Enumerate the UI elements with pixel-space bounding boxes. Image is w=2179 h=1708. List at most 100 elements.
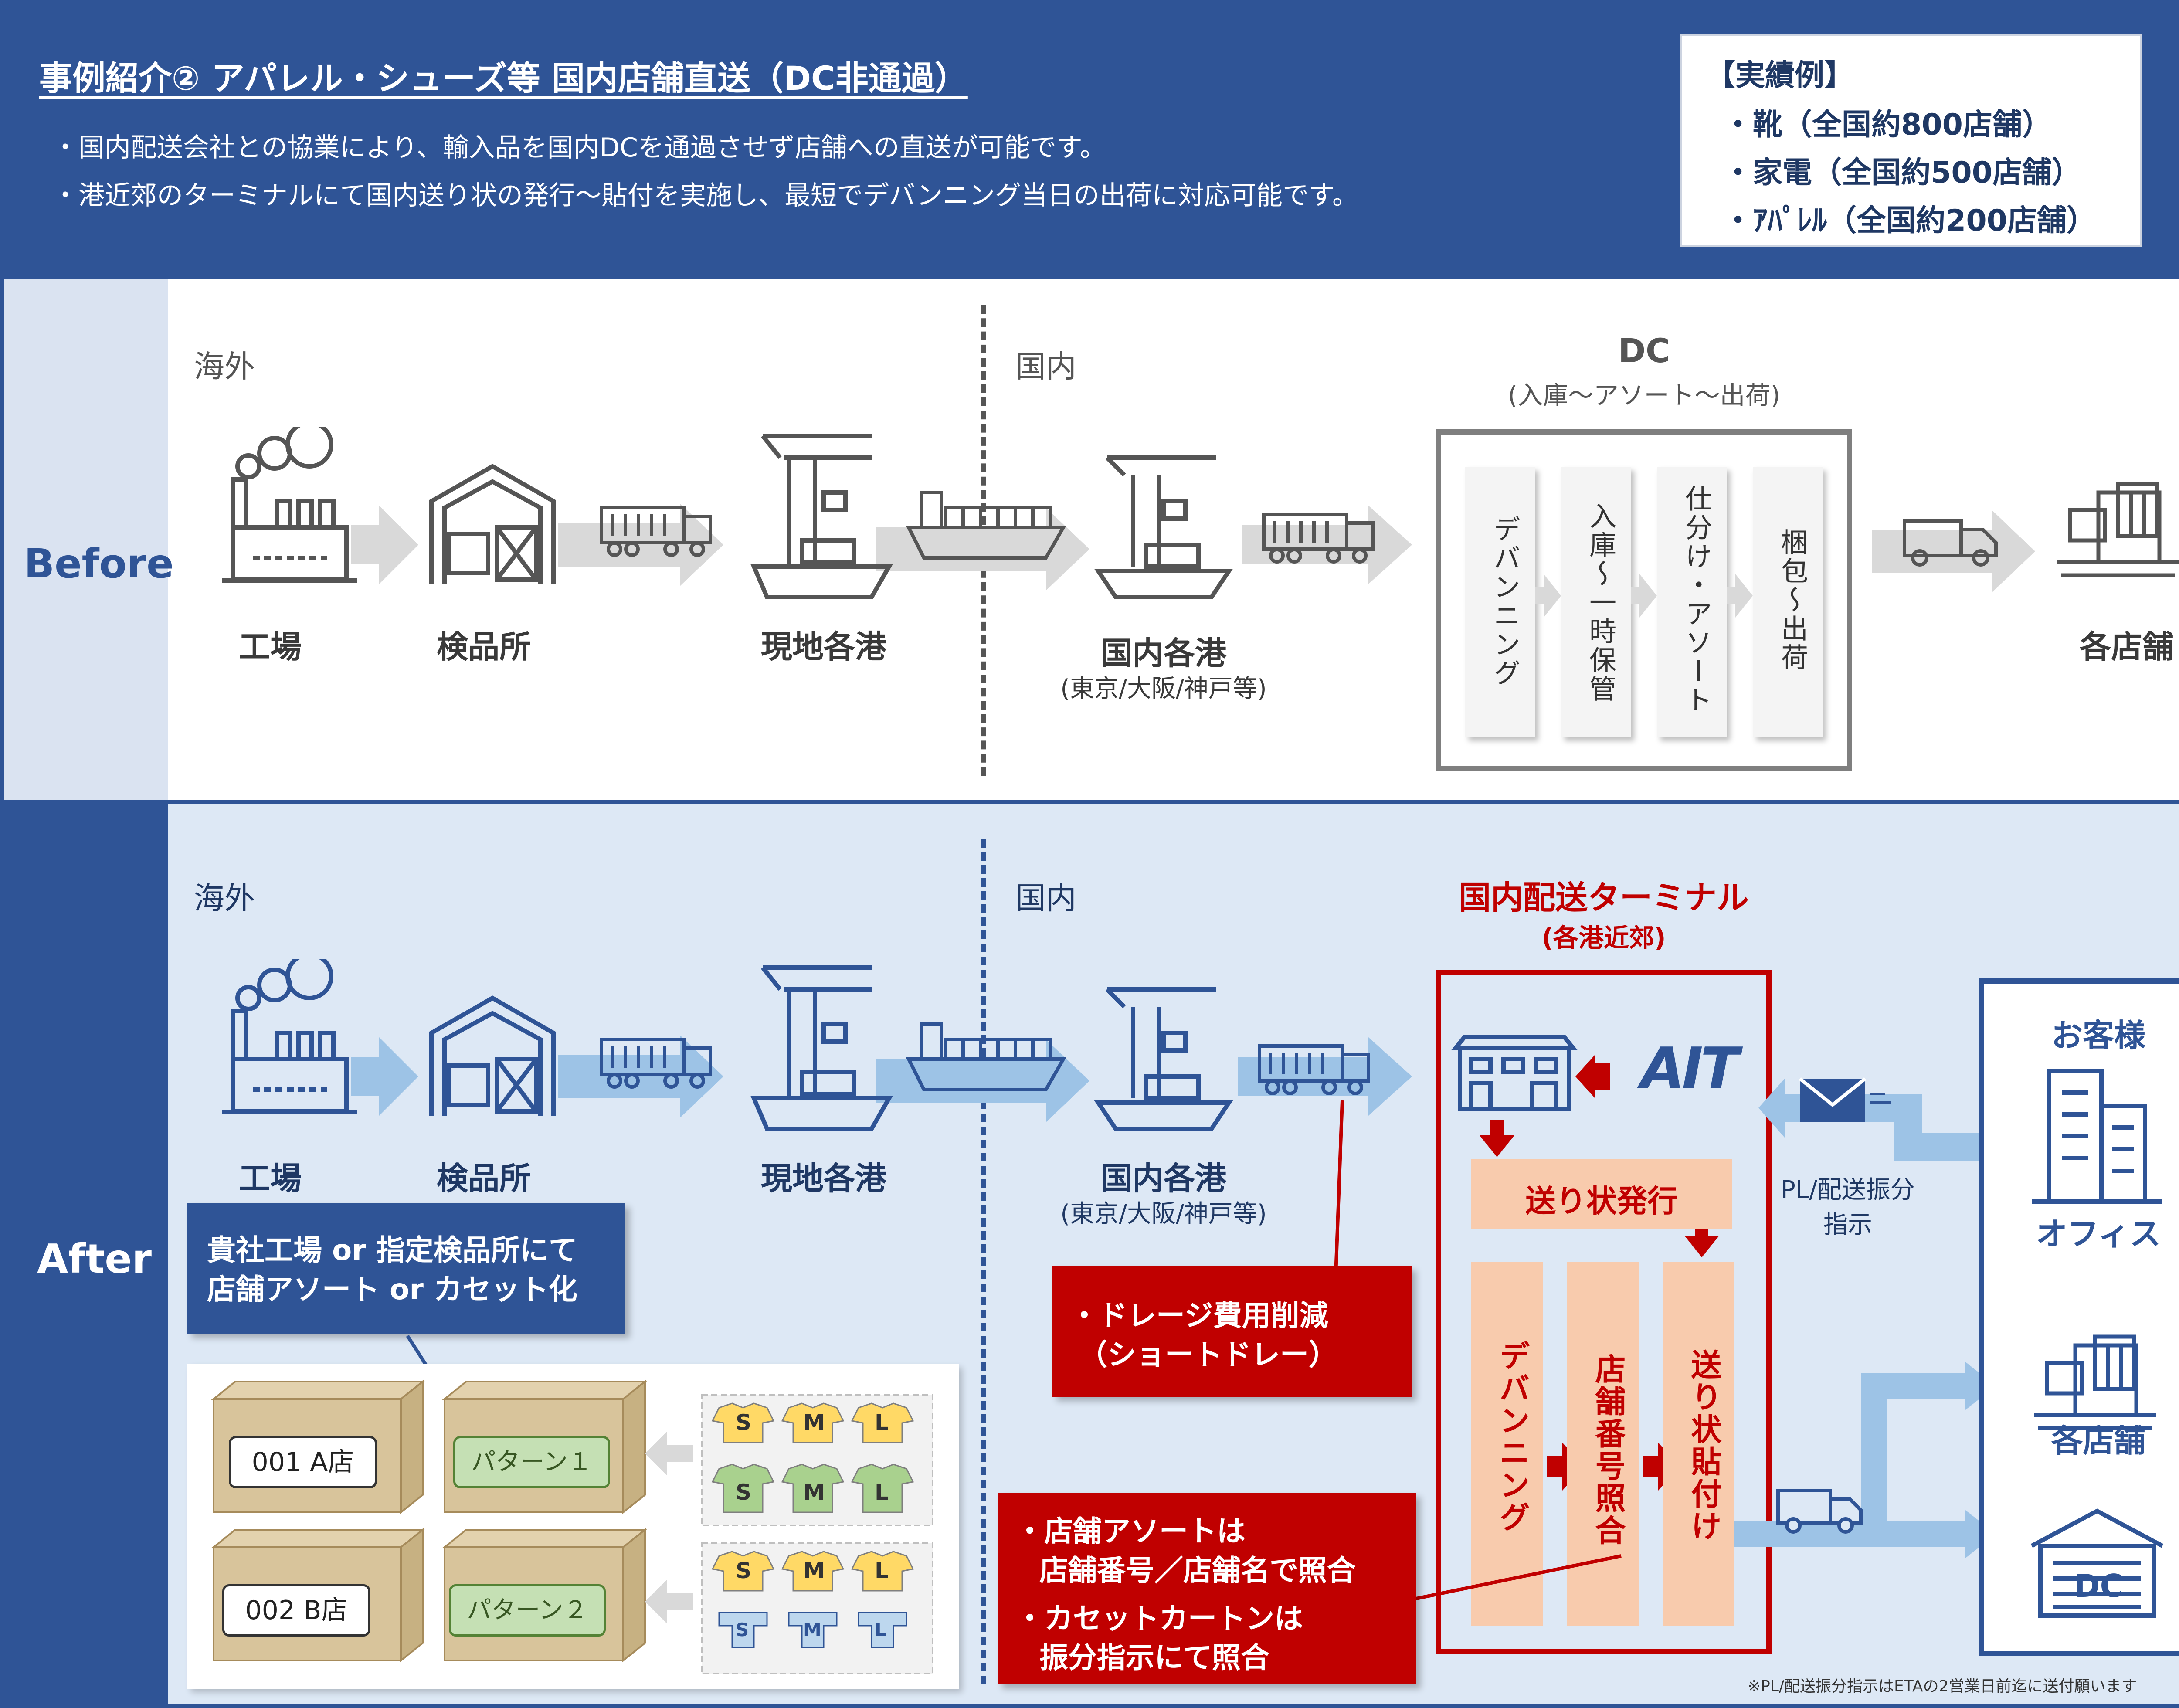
- dc-step-card: 仕分け・アソート: [1657, 467, 1727, 737]
- store-icon: [2034, 1334, 2156, 1430]
- size-label: L: [875, 1558, 889, 1583]
- page-title: 事例紹介② アパレル・シューズ等 国内店舗直送（DC非通過）: [39, 59, 968, 98]
- dc-warehouse-icon: [2030, 1508, 2164, 1618]
- shirt-icon: [711, 1402, 914, 1592]
- customer-office: オフィス: [2036, 1216, 2161, 1252]
- port-crane-icon: [1094, 987, 1233, 1131]
- red-arrow-right: [1547, 1443, 1584, 1491]
- factory-icon: [222, 959, 357, 1114]
- region-overseas: 海外: [194, 880, 255, 916]
- warehouse-icon: [429, 995, 556, 1116]
- node-domestic-port-sub: (東京/大阪/神戸等): [1060, 1200, 1267, 1228]
- before-label-strip: [4, 279, 168, 800]
- terminal-step: 店舗番号照合: [1590, 1353, 1626, 1547]
- gray-arrow-left: [645, 1432, 693, 1475]
- callout-line: 振分指示にて照合: [1039, 1641, 1269, 1674]
- issue-waybill-box: 送り状発行: [1471, 1159, 1732, 1229]
- size-label: M: [803, 1480, 825, 1505]
- connector: [1861, 1373, 1887, 1547]
- node-local-port: 現地各港: [760, 628, 886, 665]
- terminal-step: 送り状貼付け: [1686, 1349, 1722, 1542]
- dc-step: 仕分け・アソート: [1680, 485, 1712, 715]
- customer-title: お客様: [2051, 1017, 2145, 1054]
- red-arrow-down: [1480, 1120, 1514, 1157]
- terminal-warehouse-icon: [1451, 1035, 1578, 1111]
- dc-subtitle: (入庫～アソート～出荷): [1507, 380, 1781, 410]
- before-label: Before: [24, 540, 174, 587]
- results-item: ・靴（全国約800店舗）: [1723, 108, 2052, 142]
- red-arrow-down: [1684, 1218, 1719, 1257]
- results-title: 【実績例】: [1706, 58, 1854, 93]
- results-item: ・家電（全国約500店舗）: [1723, 156, 2081, 190]
- border-divider: [981, 839, 986, 1684]
- node-local-port: 現地各港: [760, 1160, 886, 1197]
- size-label: M: [803, 1619, 821, 1640]
- box-store-label: 002 B店: [222, 1584, 370, 1637]
- red-arrow-right: [1643, 1443, 1680, 1491]
- terminal-box: [1436, 970, 1772, 1654]
- size-label: S: [736, 1558, 752, 1583]
- truck-icon: [1258, 1044, 1370, 1095]
- node-inspection: 検品所: [436, 1160, 531, 1197]
- pl-label-1: PL/配送振分: [1781, 1176, 1915, 1204]
- callout-line: （ショートドレー）: [1079, 1338, 1337, 1372]
- size-label: M: [803, 1558, 825, 1583]
- box-store-label: 001 A店: [229, 1436, 377, 1488]
- customer-stores: 各店舗: [2051, 1423, 2145, 1459]
- header-bullet-1: ・国内配送会社との協業により、輸入品を国内DCを通過させず店舗への直送が可能です…: [52, 132, 1106, 163]
- port-crane-icon: [750, 965, 893, 1131]
- customer-dc: DC: [2074, 1568, 2123, 1604]
- customer-connectors: [1734, 1077, 1996, 1558]
- box-pattern-tag: パターン１: [453, 1436, 610, 1488]
- results-item: ・ｱﾊﾟﾚﾙ（全国約200店舗）: [1723, 204, 2096, 238]
- results-box: 【実績例】 ・靴（全国約800店舗） ・家電（全国約500店舗） ・ｱﾊﾟﾚﾙ（…: [1680, 34, 2142, 247]
- flow-arrow: [876, 508, 1090, 591]
- warehouse-icon: [429, 464, 556, 584]
- callout-line: ・カセットカートンは: [1015, 1602, 1303, 1635]
- callout-line: 貴社工場 or 指定検品所にて: [207, 1233, 577, 1267]
- callout-line: 店舗番号／店舗名で照合: [1039, 1554, 1356, 1587]
- size-label: S: [736, 1410, 752, 1435]
- box-pattern-tag: パターン２: [449, 1584, 606, 1637]
- dc-step: 入庫～一時保管: [1585, 502, 1616, 703]
- callout-drayage: ・ドレージ費用削減 （ショートドレー）: [1052, 1266, 1412, 1397]
- size-label: M: [803, 1410, 825, 1435]
- flow-arrow: [1238, 1037, 1412, 1116]
- after-flow-graphics: [222, 959, 1412, 1131]
- customer-icons: [2030, 1069, 2164, 1618]
- dc-step-card: デバンニング: [1465, 467, 1535, 737]
- callout-matching: ・店舗アソートは 店舗番号／店舗名で照合 ・カセットカートンは 振分指示にて照合: [998, 1493, 1416, 1684]
- port-crane-icon: [750, 434, 893, 599]
- store-icon: [2057, 482, 2179, 577]
- port-crane-icon: [1094, 455, 1233, 599]
- drayage-pointer: [1334, 1100, 1344, 1275]
- dc-step: 梱包～出荷: [1776, 528, 1808, 672]
- truck-icon: [1262, 513, 1375, 564]
- red-arrow-left: [1575, 1055, 1610, 1098]
- node-factory: 工場: [238, 628, 302, 665]
- footnote: ※PL/配送振分指示はETAの2営業日前迄に送付願います: [1748, 1677, 2137, 1695]
- factory-icon: [222, 427, 357, 583]
- flow-arrow: [351, 1037, 418, 1116]
- region-domestic: 国内: [1015, 880, 1076, 916]
- terminal-step-box: デバンニング: [1471, 1262, 1543, 1626]
- callout-factory-assort: 貴社工場 or 指定検品所にて 店舗アソート or カセット化: [187, 1203, 625, 1334]
- ship-icon: [906, 1022, 1066, 1091]
- ship-icon: [906, 491, 1066, 560]
- node-factory: 工場: [238, 1160, 302, 1197]
- size-label: S: [736, 1480, 752, 1505]
- flow-arrow: [558, 1035, 723, 1118]
- header-bullet-2: ・港近郊のターミナルにて国内送り状の発行～貼付を実施し、最短でデバンニング当日の…: [52, 180, 1358, 211]
- node-stores: 各店舗: [2079, 628, 2174, 665]
- terminal-step: デバンニング: [1494, 1340, 1530, 1534]
- dc-step-card: 入庫～一時保管: [1561, 467, 1631, 737]
- flow-arrow: [876, 1039, 1090, 1122]
- size-label: L: [875, 1480, 889, 1505]
- truck-icon: [600, 506, 712, 557]
- region-overseas: 海外: [194, 349, 255, 384]
- flow-arrow: [351, 506, 418, 584]
- node-domestic-port-sub: (東京/大阪/神戸等): [1060, 675, 1267, 703]
- truck-icon: [600, 1038, 712, 1089]
- terminal-subtitle: (各港近郊): [1541, 923, 1666, 953]
- callout-line: 店舗アソート or カセット化: [207, 1273, 577, 1306]
